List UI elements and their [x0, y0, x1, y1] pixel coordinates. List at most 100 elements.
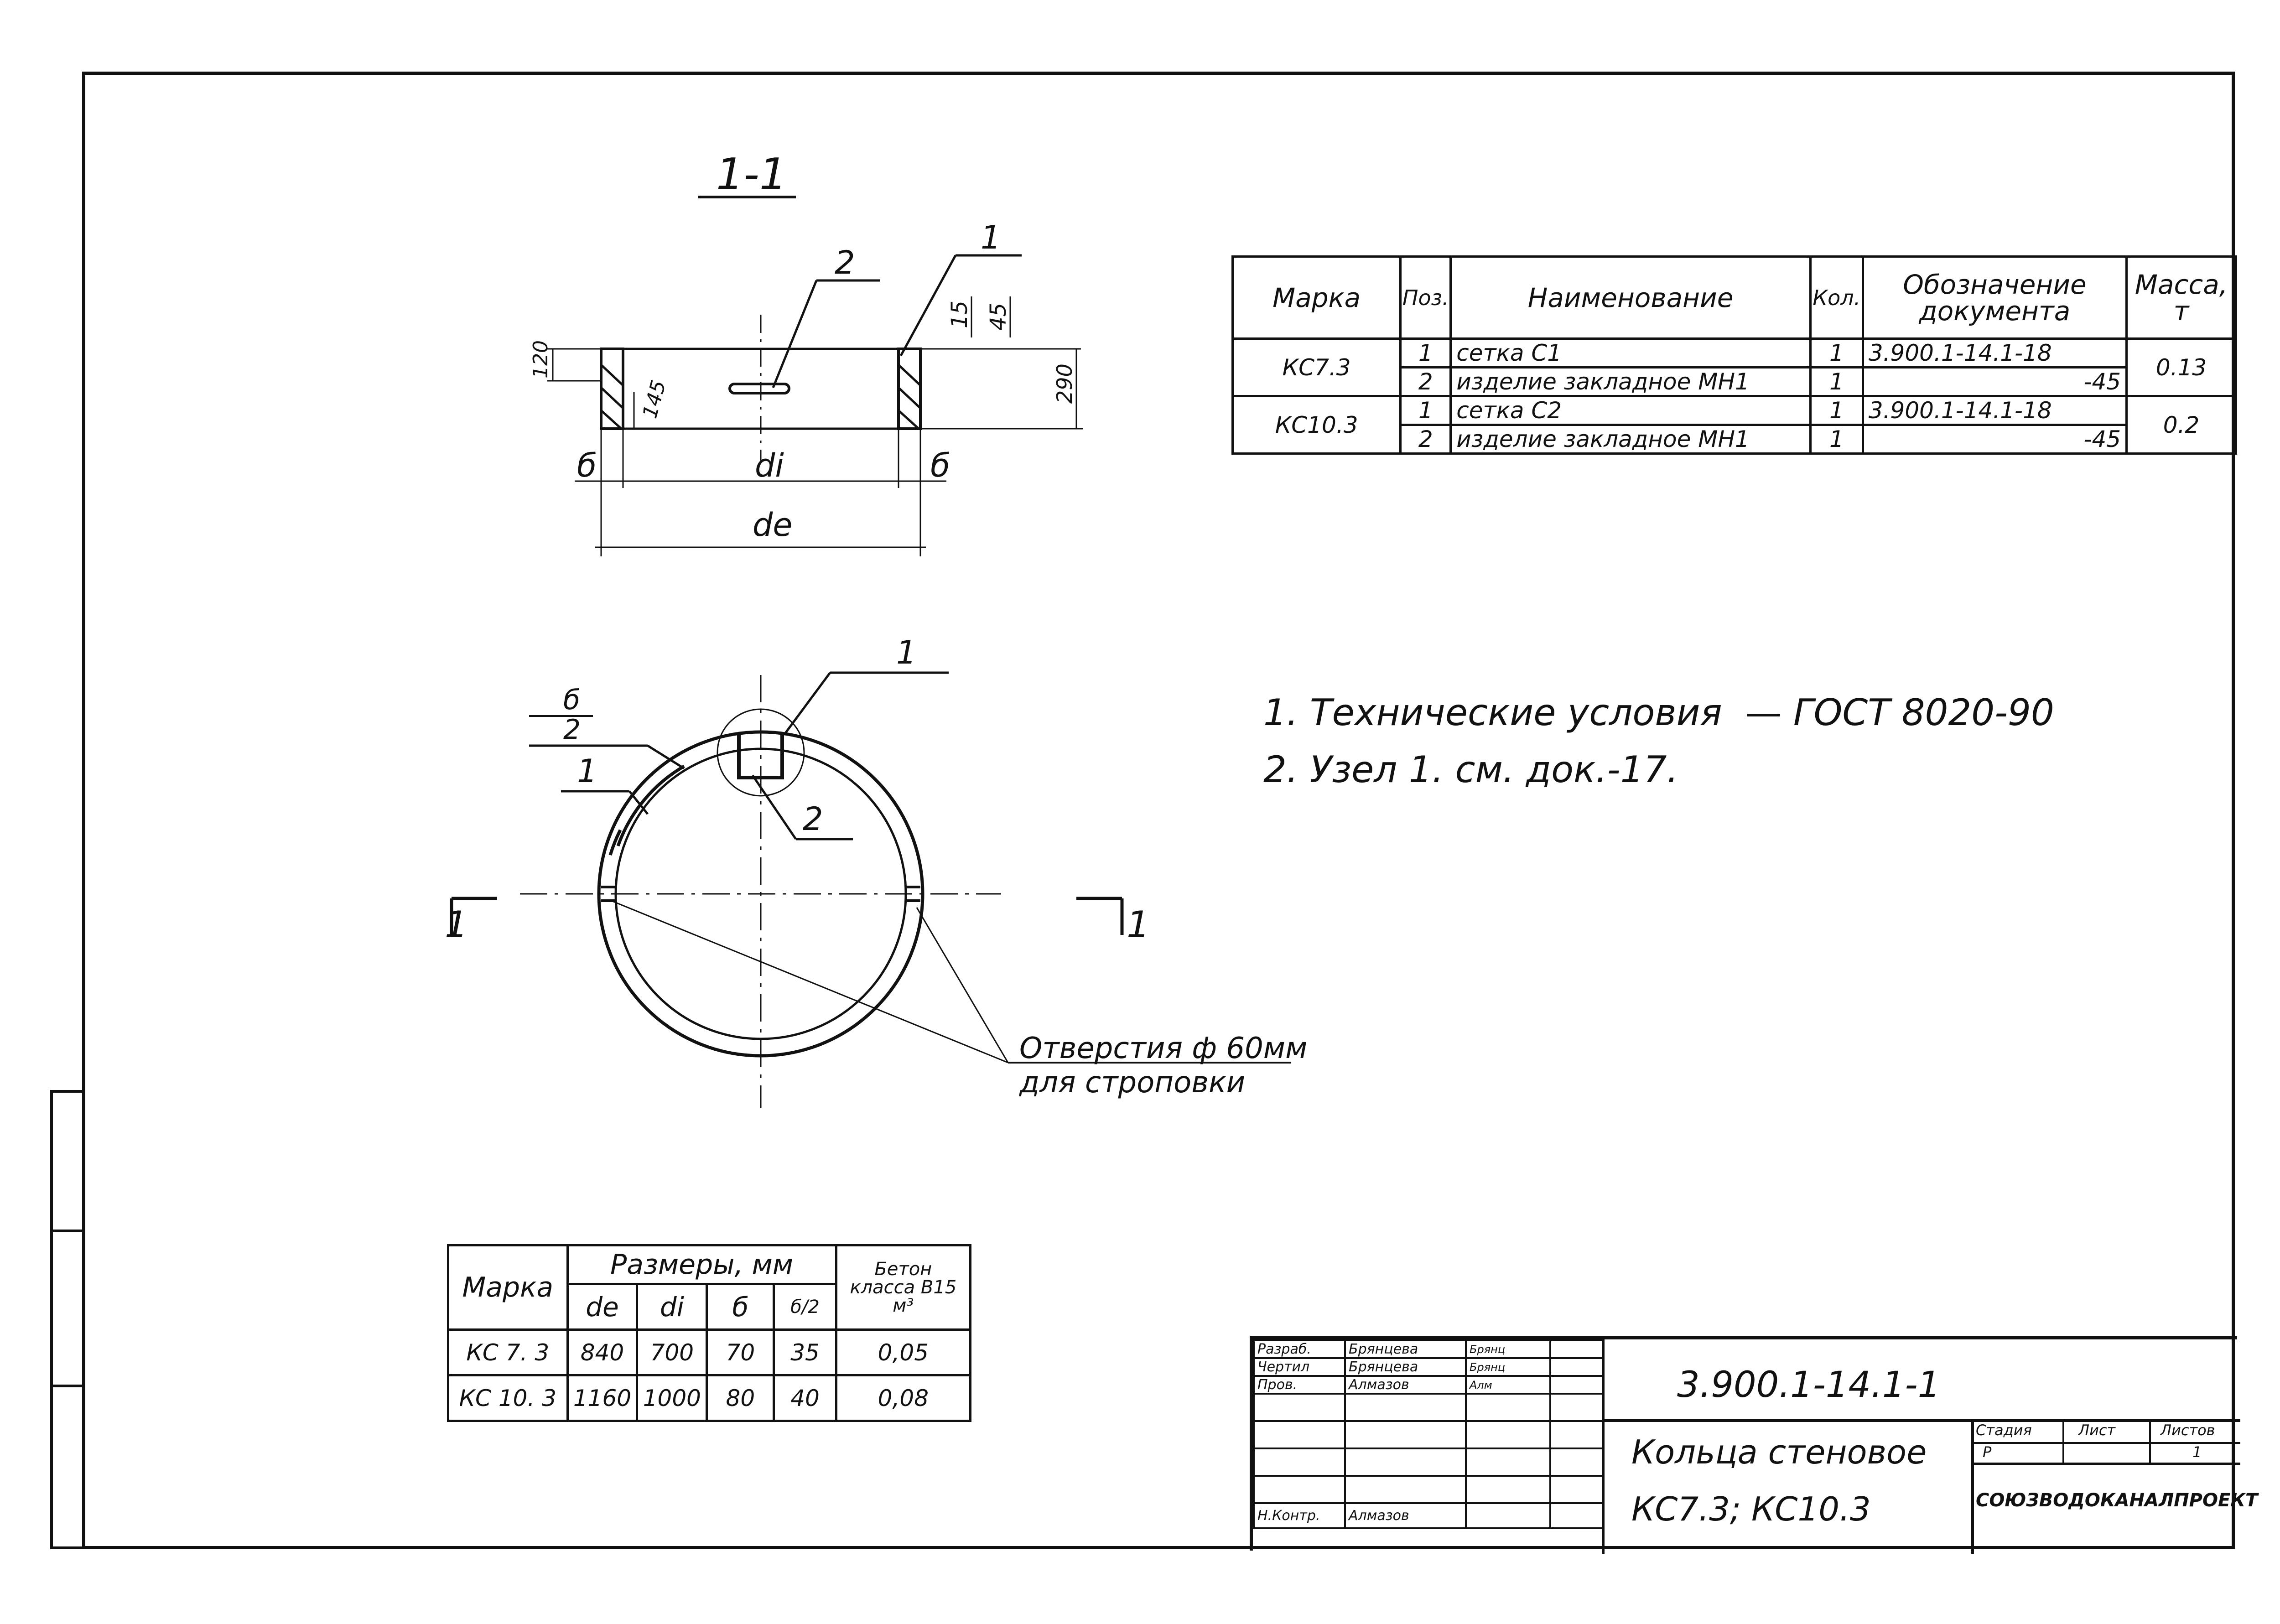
doc-code: 3.900.1-14.1-1 [1677, 1365, 1941, 1406]
spec-cell-mark: КС7.3 [1231, 337, 1402, 397]
dim-header-concrete-2: класса В15 [850, 1277, 957, 1298]
dim-cell-b2: 40 [773, 1374, 837, 1422]
holes-note-line2: для строповки [1019, 1066, 1245, 1100]
spec-header-mass-2: т [2173, 295, 2189, 327]
stage-value: Р [1983, 1443, 1992, 1461]
role-signature: Алм [1465, 1375, 1551, 1395]
spec-cell-qty: 1 [1809, 337, 1864, 368]
dim-cell-mark: КС 10. 3 [447, 1374, 569, 1422]
role-signature [1465, 1502, 1551, 1529]
cut-mark-left: 1 [445, 903, 468, 946]
role-date [1549, 1475, 1604, 1504]
role-date [1549, 1393, 1604, 1422]
b-over-2-num: б [563, 684, 580, 716]
role-label: Н.Контр. [1253, 1502, 1346, 1529]
spec-header-qty: Кол. [1809, 255, 1864, 340]
title-line1: Кольца стеновое [1631, 1433, 1927, 1471]
dim-cell-b2: 35 [773, 1328, 837, 1376]
spec-cell-doc: -45 [1861, 424, 2128, 455]
dim-b-left: б [577, 447, 597, 484]
title-block-divider [1971, 1419, 1974, 1554]
drawing-frame [82, 72, 2235, 1549]
spec-header-doc: Обозначение документа [1861, 255, 2128, 340]
spec-cell-pos: 2 [1399, 424, 1452, 455]
dim-cell-b: 70 [706, 1328, 775, 1376]
title-block-divider [1971, 1463, 2240, 1465]
role-signature: Брянц [1465, 1357, 1551, 1377]
dim-header-b2: б/2 [773, 1283, 837, 1331]
dim-header-concrete-1: Бетон [874, 1259, 932, 1280]
dim-b-right: б [930, 447, 950, 484]
spec-cell-qty: 1 [1809, 366, 1864, 397]
sheet-label: Лист [2078, 1422, 2116, 1439]
callout-pos1-plan: 1 [896, 634, 917, 671]
table-row: КС 10. 3 1160 1000 80 40 0,08 [447, 1374, 972, 1422]
table-row [1253, 1420, 1604, 1449]
table-row: 2 изделие закладное МН1 1 -45 [1233, 424, 2236, 455]
role-date [1549, 1502, 1604, 1529]
notes: 1. Технические условия — ГОСТ 8020-90 2.… [1263, 684, 2054, 798]
spec-cell-doc: -45 [1861, 366, 2128, 397]
note-2: 2. Узел 1. см. док.-17. [1263, 748, 1678, 791]
dim-di: di [755, 447, 784, 484]
spec-cell-pos: 2 [1399, 366, 1452, 397]
role-signature: Брянц [1465, 1339, 1551, 1359]
dim-cell-concrete: 0,08 [835, 1374, 972, 1422]
spec-cell-name: сетка С2 [1449, 395, 1812, 426]
spec-cell-pos: 1 [1399, 337, 1452, 368]
dim-cell-de: 1160 [566, 1374, 639, 1422]
role-signature [1465, 1475, 1551, 1504]
cut-mark-right: 1 [1127, 903, 1150, 946]
dim-subheader-row: de di б б/2 [448, 1283, 971, 1331]
role-name: Брянцева [1344, 1357, 1467, 1377]
ring-drawing: 1-1 1 2 15 45 120 145 290 б di б de 1 2 … [445, 150, 1307, 1108]
spec-cell-pos: 1 [1399, 395, 1452, 426]
role-name: Алмазов [1344, 1375, 1467, 1395]
dim-290: 290 [1052, 363, 1077, 404]
dim-header-de: de [566, 1283, 639, 1331]
spec-cell-doc: 3.900.1-14.1-18 [1861, 337, 2128, 368]
role-date [1549, 1448, 1604, 1477]
dim-120: 120 [529, 340, 552, 379]
role-date [1549, 1339, 1604, 1359]
sheets-value: 1 [2192, 1443, 2202, 1461]
spec-header-pos: Поз. [1399, 255, 1452, 340]
dim-header-row: Марка Размеры, мм Бетон класса В15 м³ [447, 1244, 972, 1331]
dim-15: 15 [947, 301, 972, 328]
table-row: КС7.3 1 сетка С1 1 3.900.1-14.1-18 0.13 [1231, 337, 2237, 397]
role-name [1344, 1420, 1467, 1449]
note-1: 1. Технические условия — ГОСТ 8020-90 [1263, 691, 2054, 734]
spec-cell-mark: КС10.3 [1231, 395, 1402, 455]
section-label: 1-1 [716, 150, 787, 200]
dim-header-dims: Размеры, мм [566, 1244, 837, 1285]
organization-name: СОЮЗВОДОКАНАЛПРОЕКТ [1976, 1490, 2258, 1511]
table-row: КС 7. 3 840 700 70 35 0,05 [447, 1328, 972, 1376]
dim-table: Марка Размеры, мм Бетон класса В15 м³ de… [447, 1244, 972, 1422]
role-name [1344, 1448, 1467, 1477]
spec-header-mass-1: Масса, [2135, 269, 2228, 300]
spec-cell-name: сетка С1 [1449, 337, 1812, 368]
role-label [1253, 1393, 1346, 1422]
binding-strip [50, 1090, 84, 1549]
dim-cell-di: 700 [636, 1328, 708, 1376]
role-label: Пров. [1253, 1375, 1346, 1395]
callout-pos2-section: 2 [835, 244, 855, 281]
spec-header-name: Наименование [1449, 255, 1812, 340]
title-block-divider [2149, 1419, 2151, 1463]
callout-pos1-mesh: 1 [577, 752, 597, 790]
title-block-divider [1971, 1442, 2240, 1444]
dim-cell-mark: КС 7. 3 [447, 1328, 569, 1376]
spec-cell-name: изделие закладное МН1 [1449, 366, 1812, 397]
role-date [1549, 1420, 1604, 1449]
dim-header-concrete: Бетон класса В15 м³ [835, 1244, 972, 1331]
role-signature [1465, 1393, 1551, 1422]
role-name [1344, 1475, 1467, 1504]
table-row [1253, 1475, 1604, 1504]
stage-label: Стадия [1976, 1422, 2032, 1439]
spec-cell-mass: 0.13 [2125, 337, 2237, 397]
role-name [1344, 1393, 1467, 1422]
spec-table: Марка Поз. Наименование Кол. Обозначение… [1231, 255, 2237, 455]
role-signature [1465, 1420, 1551, 1449]
spec-header-doc-2: документа [1919, 295, 2071, 327]
